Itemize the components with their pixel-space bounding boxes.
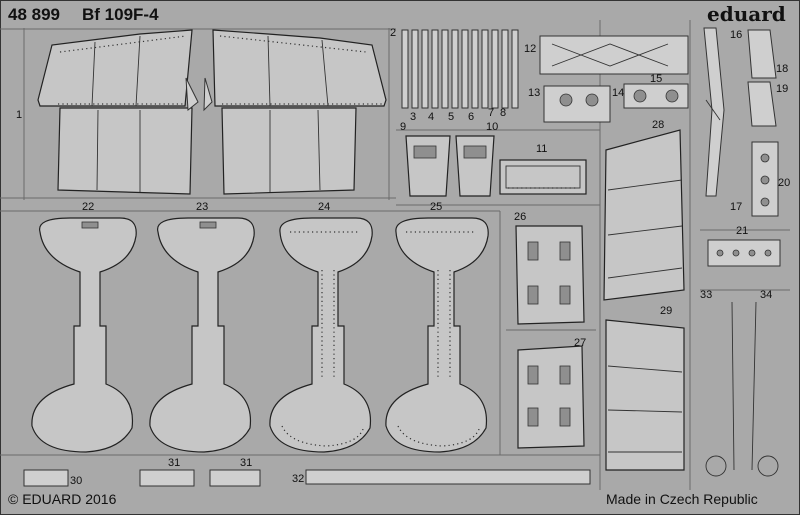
part-number-13: 13 [528,87,540,99]
part-number-1: 1 [16,109,22,121]
part-number-4: 4 [428,111,434,123]
part-27-panel [517,345,585,449]
part-number-21: 21 [736,225,748,237]
part-number-11: 11 [536,143,547,155]
part-number-19: 19 [776,83,788,95]
model-name: Bf 109F-4 [82,5,159,24]
part-number-34: 34 [760,289,772,301]
part-number-25: 25 [430,201,442,213]
part-number-labels: 1 2 3 4 5 6 7 8 9 10 11 12 13 14 15 16 1… [16,27,790,487]
part-number-14: 14 [612,87,624,99]
part-number-18: 18 [776,63,788,75]
sprue-frame [0,20,790,490]
part-number-12: 12 [524,43,536,55]
part-1-flap-left [37,29,199,195]
part-number-9: 9 [400,121,406,133]
part-number-31b: 31 [240,457,252,469]
parts-3-8-strips [401,29,519,109]
parts-33-34-wires [705,301,779,477]
part-number-8: 8 [500,107,506,119]
part-11-strip [499,159,587,195]
part-number-5: 5 [448,111,454,123]
part-9-cowl [405,135,451,197]
part-20-plate [751,141,779,217]
part-28-panel [603,129,685,301]
part-number-32: 32 [292,473,304,485]
part-number-10: 10 [486,121,498,133]
part-number-17: 17 [730,201,742,213]
part-12-linkage [539,35,689,75]
part-number-31a: 31 [168,457,180,469]
part-24-cover [269,217,373,453]
part-30-strip [23,469,69,487]
part-29-panel [605,319,685,471]
part-31-strip-a [139,469,195,487]
part-2-flap-right [203,29,387,195]
part-23-cover [149,217,255,453]
part-number-27: 27 [574,337,586,349]
part-number-26: 26 [514,211,526,223]
part-10-cowl [455,135,495,197]
part-number-2: 2 [390,27,396,39]
part-number-23: 23 [196,201,208,213]
parts-16-17-wire [703,27,725,197]
part-number-22: 22 [82,201,94,213]
part-number-20: 20 [778,177,790,189]
part-number-30: 30 [70,475,82,487]
origin-text: Made in Czech Republic [606,491,758,507]
part-21-brackets [707,239,781,267]
brand-logo: eduard [707,2,786,26]
part-number-28: 28 [652,119,664,131]
part-number-16: 16 [730,29,742,41]
part-number-3: 3 [410,111,416,123]
set-number: 48 899 [8,5,60,24]
part-31-strip-b [209,469,261,487]
part-number-29: 29 [660,305,672,317]
part-22-cover [31,217,137,453]
part-26-panel [515,225,585,325]
part-number-15: 15 [650,73,662,85]
parts-18-19-loops [747,29,777,127]
copyright-text: © EDUARD 2016 [8,491,117,507]
part-14-15-hinge [623,83,689,109]
part-number-24: 24 [318,201,330,213]
part-number-7: 7 [488,107,494,119]
part-25-cover [385,217,489,453]
part-number-6: 6 [468,111,474,123]
part-32-strip [305,469,591,485]
part-13-hinge [543,85,611,123]
part-number-33: 33 [700,289,712,301]
